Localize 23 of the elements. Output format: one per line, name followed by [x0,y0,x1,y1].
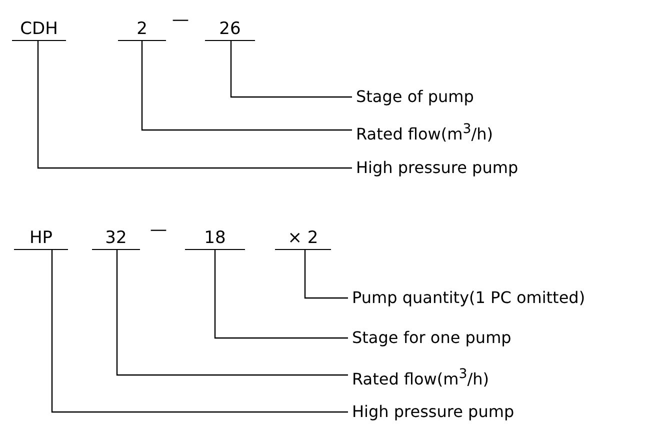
leader-line [141,41,352,131]
code-segment: 18 [185,226,245,250]
leader-line [37,41,352,169]
code-segment: HP [14,226,68,250]
description-text: High pressure pump [352,401,514,423]
leader-line [214,250,348,339]
code-segment: × 2 [275,226,331,250]
description-text: Stage for one pump [352,327,512,349]
leader-line [230,41,352,98]
description-text: Pump quantity(1 PC omitted) [352,287,586,309]
description-text: High pressure pump [356,157,518,179]
description-text: Rated flow(m$^{3}$/h) [356,119,493,141]
code-segment: 26 [205,17,255,41]
code-segment: CDH [12,17,66,41]
leader-line [116,250,348,376]
separator-dash: — [172,9,189,31]
leader-line [51,250,348,413]
code-segment: 32 [92,226,140,250]
description-text: Rated flow(m$^{3}$/h) [352,364,489,386]
description-text: Stage of pump [356,86,474,108]
code-segment: 2 [118,17,166,41]
separator-dash: — [150,219,167,241]
leader-line [304,250,348,299]
